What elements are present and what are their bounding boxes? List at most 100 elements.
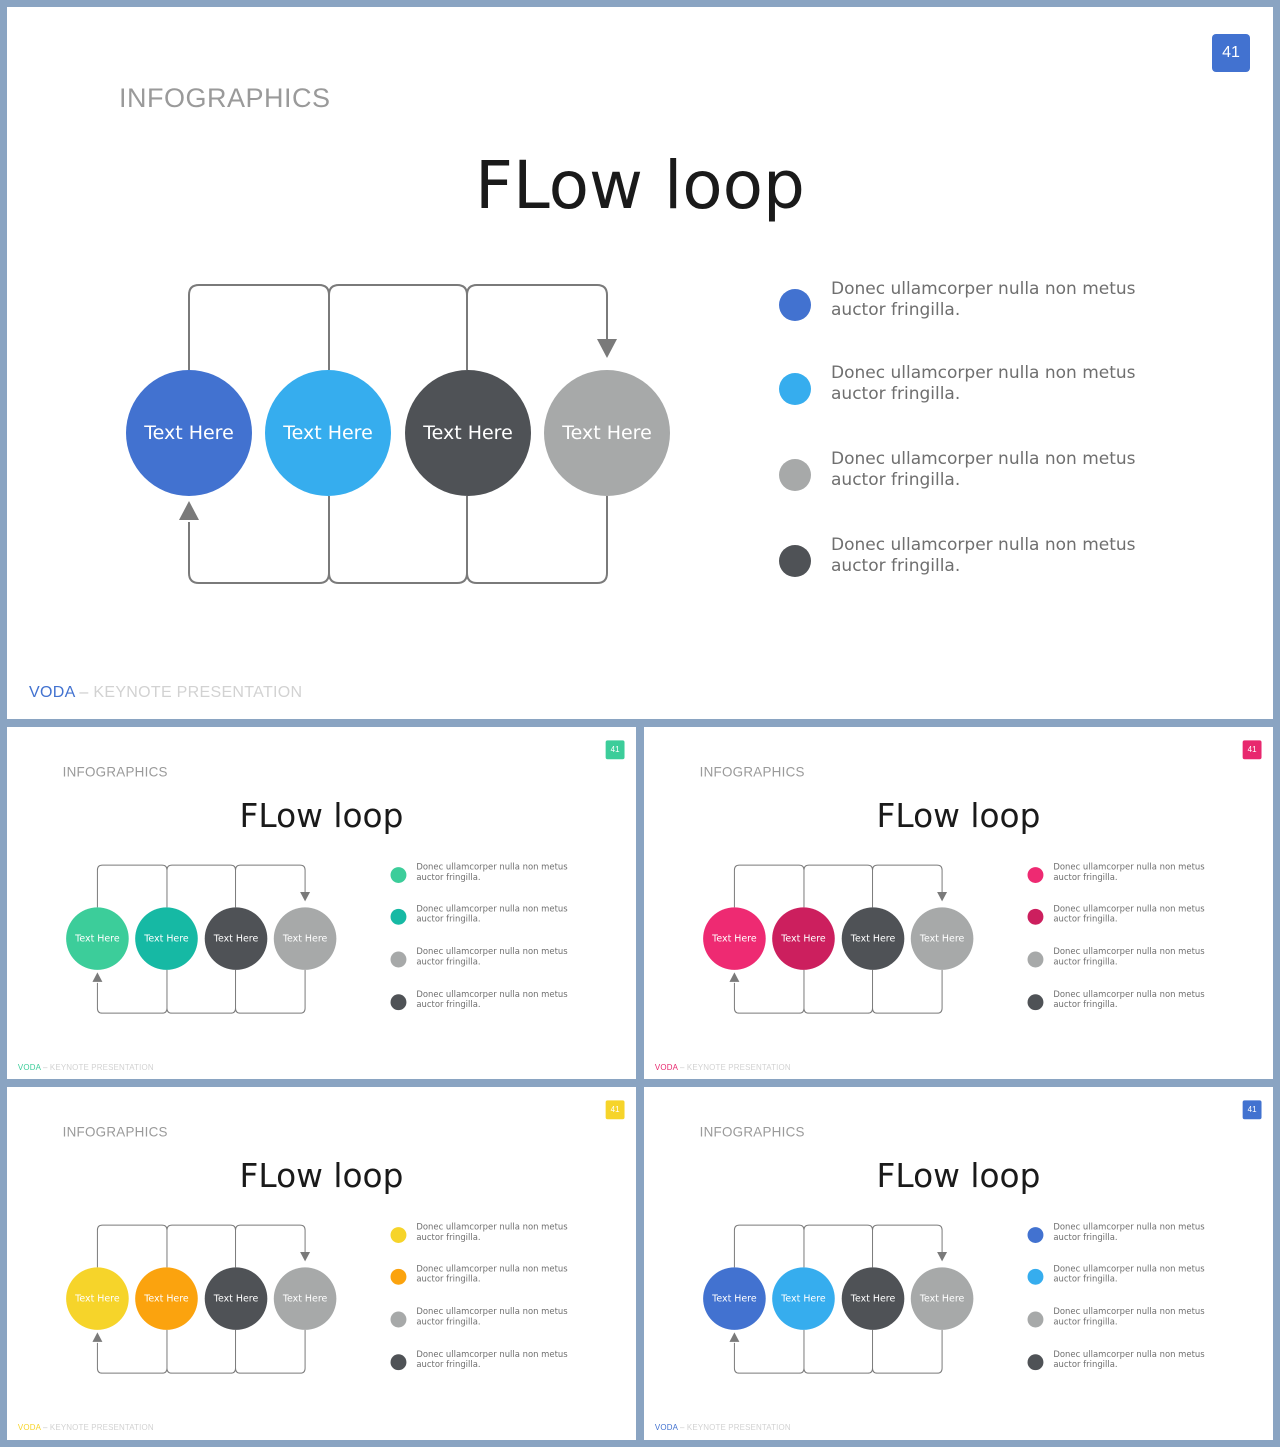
footer-separator: – [679, 1423, 685, 1432]
flow-step-4: Text Here [910, 1267, 974, 1330]
connector-bottom [733, 1329, 943, 1374]
legend-dot [390, 1268, 407, 1285]
flow-step-2: Text Here [135, 907, 198, 970]
page-number-badge: 41 [605, 1100, 625, 1120]
arrow-up-icon [92, 1332, 103, 1342]
slide-main[interactable]: INFOGRAPHICS 41 FLow loop Text Here Text… [7, 7, 1273, 719]
legend-item: Donec ullamcorper nulla non metus auctor… [390, 862, 589, 892]
legend-item: Donec ullamcorper nulla non metus auctor… [1027, 904, 1226, 934]
slide-title: FLow loop [239, 1156, 404, 1195]
legend-dot [390, 994, 407, 1011]
legend: Donec ullamcorper nulla non metus auctor… [390, 1087, 589, 1440]
legend-dot [1027, 1268, 1044, 1285]
slide-footer: VODA – KEYNOTE PRESENTATION [29, 684, 302, 702]
flow-step-label: Text Here [712, 933, 757, 945]
flow-step-label: Text Here [850, 1293, 896, 1305]
flow-step-label: Text Here [919, 933, 965, 945]
connector-top [96, 1224, 306, 1268]
slide-title: FLow loop [239, 796, 404, 835]
legend-item: Donec ullamcorper nulla non metus auctor… [390, 989, 589, 1019]
flow-step-label: Text Here [75, 933, 120, 945]
legend-text: Donec ullamcorper nulla non metus auctor… [416, 1222, 568, 1243]
flow-step-1: Text Here [66, 907, 129, 970]
connector-top [733, 1224, 943, 1268]
legend-text: Donec ullamcorper nulla non metus auctor… [831, 535, 1136, 576]
legend-item: Donec ullamcorper nulla non metus auctor… [1027, 1349, 1226, 1379]
flow-step-1: Text Here [703, 907, 766, 970]
legend-text: Donec ullamcorper nulla non metus auctor… [1053, 989, 1205, 1010]
connector-top [733, 864, 943, 908]
arrow-up-icon [92, 972, 103, 982]
footer-subtitle: KEYNOTE PRESENTATION [93, 684, 303, 701]
flow-step-label: Text Here [144, 933, 189, 945]
arrow-down-icon [597, 339, 617, 358]
legend-text: Donec ullamcorper nulla non metus auctor… [416, 1306, 568, 1327]
connector-bottom [96, 1329, 306, 1374]
legend-dot [1027, 951, 1044, 968]
flow-step-4: Text Here [544, 370, 670, 496]
legend-text: Donec ullamcorper nulla non metus auctor… [416, 946, 568, 967]
legend-item: Donec ullamcorper nulla non metus auctor… [1027, 989, 1226, 1019]
legend-dot [1027, 1311, 1044, 1328]
legend-text: Donec ullamcorper nulla non metus auctor… [831, 363, 1136, 404]
arrow-up-icon [729, 972, 740, 982]
slide-thumbnail-pink[interactable]: INFOGRAPHICS 41 FLow loop Text Here Text… [644, 727, 1273, 1079]
legend-dot [779, 459, 811, 491]
footer-subtitle: KEYNOTE PRESENTATION [49, 1423, 154, 1432]
flow-step-label: Text Here [282, 1293, 328, 1305]
slide-thumbnail-yellow[interactable]: INFOGRAPHICS 41 FLow loop Text Here Text… [7, 1087, 636, 1440]
legend-text: Donec ullamcorper nulla non metus auctor… [831, 449, 1136, 490]
flow-step-2: Text Here [772, 1267, 835, 1330]
flow-loop-diagram [92, 1224, 311, 1374]
flow-step-label: Text Here [781, 933, 826, 945]
legend-item: Donec ullamcorper nulla non metus auctor… [390, 1307, 589, 1337]
legend-item: Donec ullamcorper nulla non metus auctor… [777, 279, 1177, 339]
slide-title: FLow loop [475, 147, 805, 224]
legend: Donec ullamcorper nulla non metus auctor… [1027, 727, 1226, 1079]
section-label: INFOGRAPHICS [699, 764, 805, 780]
flow-step-label: Text Here [919, 1293, 965, 1305]
footer-separator: – [42, 1063, 48, 1072]
legend-item: Donec ullamcorper nulla non metus auctor… [390, 1349, 589, 1379]
legend-dot [390, 1227, 407, 1243]
legend-item: Donec ullamcorper nulla non metus auctor… [1027, 1264, 1226, 1294]
legend: Donec ullamcorper nulla non metus auctor… [390, 727, 589, 1079]
slide-footer: VODA – KEYNOTE PRESENTATION [655, 1063, 791, 1072]
flow-step-1: Text Here [703, 1267, 766, 1330]
flow-step-3: Text Here [204, 907, 268, 970]
connector-bottom [188, 496, 608, 584]
arrow-up-icon [729, 1332, 740, 1342]
arrow-down-icon [300, 891, 311, 902]
footer-subtitle: KEYNOTE PRESENTATION [686, 1423, 791, 1432]
legend-dot [390, 867, 407, 883]
slide-footer: VODA – KEYNOTE PRESENTATION [18, 1423, 154, 1432]
flow-step-1: Text Here [126, 370, 252, 496]
legend-dot [779, 373, 811, 405]
flow-step-label: Text Here [562, 422, 652, 444]
slide-footer: VODA – KEYNOTE PRESENTATION [655, 1423, 791, 1432]
legend-text: Donec ullamcorper nulla non metus auctor… [416, 1263, 568, 1285]
legend-text: Donec ullamcorper nulla non metus auctor… [416, 1349, 568, 1370]
section-label: INFOGRAPHICS [62, 764, 168, 780]
footer-separator: – [679, 1063, 685, 1072]
footer-separator: – [79, 684, 89, 701]
legend-item: Donec ullamcorper nulla non metus auctor… [390, 1222, 589, 1252]
page-number-badge: 41 [1242, 1100, 1262, 1120]
section-label: INFOGRAPHICS [62, 1124, 168, 1140]
flow-step-label: Text Here [282, 933, 328, 945]
legend-item: Donec ullamcorper nulla non metus auctor… [1027, 1307, 1226, 1337]
flow-step-4: Text Here [273, 1267, 337, 1330]
legend-text: Donec ullamcorper nulla non metus auctor… [1053, 1263, 1205, 1285]
connector-bottom [733, 969, 943, 1014]
slide-thumbnail-green[interactable]: INFOGRAPHICS 41 FLow loop Text Here Text… [7, 727, 636, 1079]
flow-step-label: Text Here [213, 933, 259, 945]
legend: Donec ullamcorper nulla non metus auctor… [1027, 1087, 1226, 1440]
arrow-down-icon [300, 1251, 311, 1262]
legend-dot [779, 545, 811, 577]
flow-step-label: Text Here [144, 1293, 189, 1305]
footer-subtitle: KEYNOTE PRESENTATION [49, 1063, 154, 1072]
slide-title: FLow loop [876, 1156, 1041, 1195]
flow-step-label: Text Here [850, 933, 896, 945]
slide-thumbnail-blue[interactable]: INFOGRAPHICS 41 FLow loop Text Here Text… [644, 1087, 1273, 1440]
legend-dot [1027, 994, 1044, 1011]
